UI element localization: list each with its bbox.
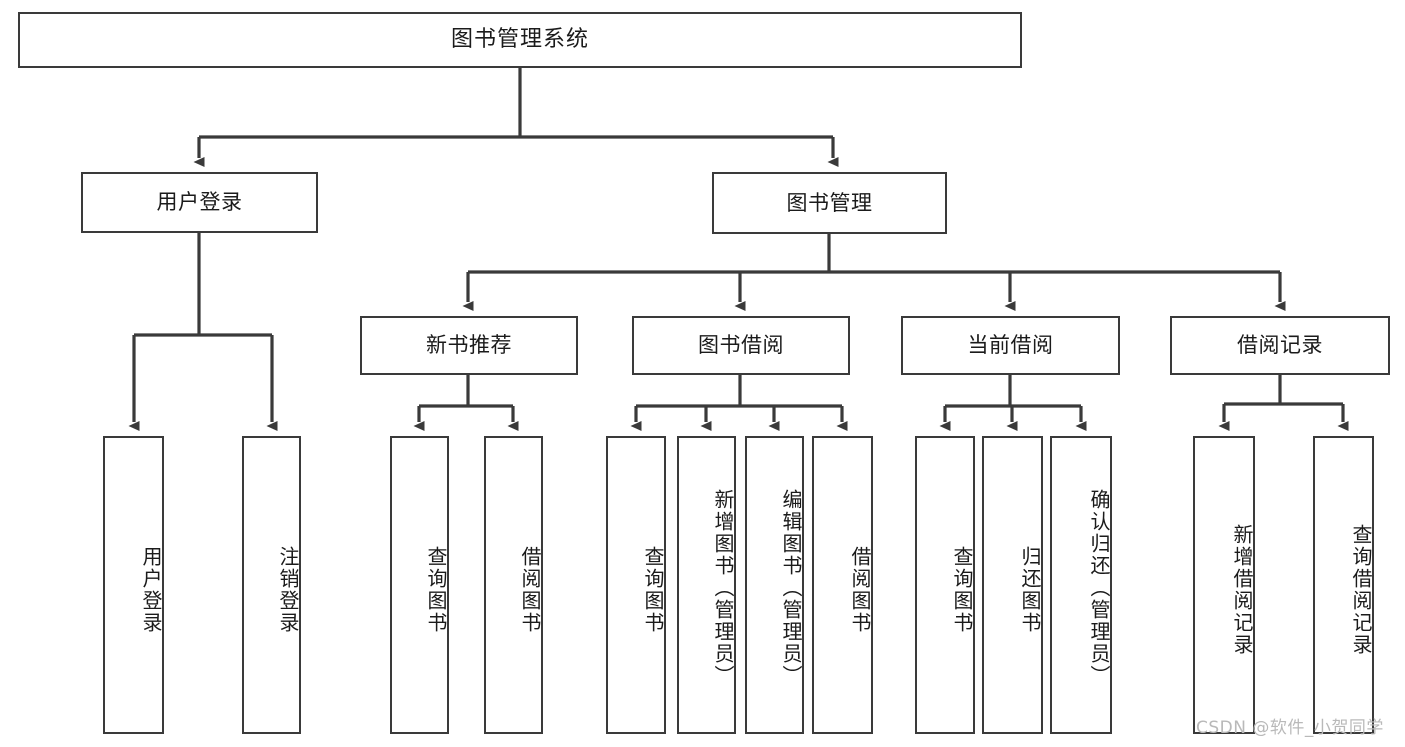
- leaf-logout-label: 注销登录: [276, 546, 300, 634]
- leaf-borrow-book[interactable]: 借阅图书: [812, 436, 873, 734]
- node-book-borrow-label: 图书借阅: [698, 333, 784, 358]
- leaf-query-borrow-record-label: 查询借阅记录: [1349, 524, 1373, 656]
- node-borrow-record[interactable]: 借阅记录: [1170, 316, 1390, 375]
- leaf-add-borrow-record[interactable]: 新增借阅记录: [1193, 436, 1255, 734]
- leaf-confirm-return[interactable]: 确认归还（管理员）: [1050, 436, 1112, 734]
- leaf-user-login-label: 用户登录: [139, 546, 163, 634]
- leaf-return-book-label: 归还图书: [1018, 546, 1042, 634]
- leaf-add-borrow-record-label: 新增借阅记录: [1230, 524, 1254, 656]
- leaf-query-book-current[interactable]: 查询图书: [915, 436, 975, 734]
- leaf-query-book-borrow[interactable]: 查询图书: [606, 436, 666, 734]
- node-user-login[interactable]: 用户登录: [81, 172, 318, 233]
- leaf-edit-book[interactable]: 编辑图书（管理员）: [745, 436, 804, 734]
- node-root-label: 图书管理系统: [450, 27, 589, 53]
- leaf-edit-book-label: 编辑图书（管理员）: [779, 489, 803, 687]
- leaf-borrow-book-label: 借阅图书: [848, 546, 872, 634]
- leaf-confirm-return-label: 确认归还（管理员）: [1087, 489, 1111, 687]
- leaf-add-book-label: 新增图书（管理员）: [711, 489, 735, 687]
- leaf-return-book[interactable]: 归还图书: [982, 436, 1043, 734]
- leaf-query-book-borrow-label: 查询图书: [641, 546, 665, 634]
- leaf-query-book-recommend-label: 查询图书: [424, 546, 448, 634]
- node-borrow-record-label: 借阅记录: [1237, 333, 1323, 358]
- leaf-logout[interactable]: 注销登录: [242, 436, 301, 734]
- node-new-book-recommend[interactable]: 新书推荐: [360, 316, 578, 375]
- leaf-query-borrow-record[interactable]: 查询借阅记录: [1313, 436, 1374, 734]
- node-current-borrow[interactable]: 当前借阅: [901, 316, 1120, 375]
- node-book-manage-label: 图书管理: [786, 190, 873, 215]
- node-root[interactable]: 图书管理系统: [18, 12, 1022, 68]
- node-new-book-recommend-label: 新书推荐: [426, 333, 512, 358]
- leaf-add-book[interactable]: 新增图书（管理员）: [677, 436, 736, 734]
- node-user-login-label: 用户登录: [156, 190, 243, 215]
- leaf-borrow-book-recommend[interactable]: 借阅图书: [484, 436, 543, 734]
- leaf-query-book-current-label: 查询图书: [950, 546, 974, 634]
- leaf-user-login[interactable]: 用户登录: [103, 436, 164, 734]
- node-current-borrow-label: 当前借阅: [967, 333, 1054, 358]
- leaf-borrow-book-recommend-label: 借阅图书: [518, 546, 542, 634]
- csdn-watermark: CSDN @软件_小贺同学: [1196, 718, 1384, 738]
- node-book-manage[interactable]: 图书管理: [712, 172, 947, 234]
- leaf-query-book-recommend[interactable]: 查询图书: [390, 436, 449, 734]
- node-book-borrow[interactable]: 图书借阅: [632, 316, 850, 375]
